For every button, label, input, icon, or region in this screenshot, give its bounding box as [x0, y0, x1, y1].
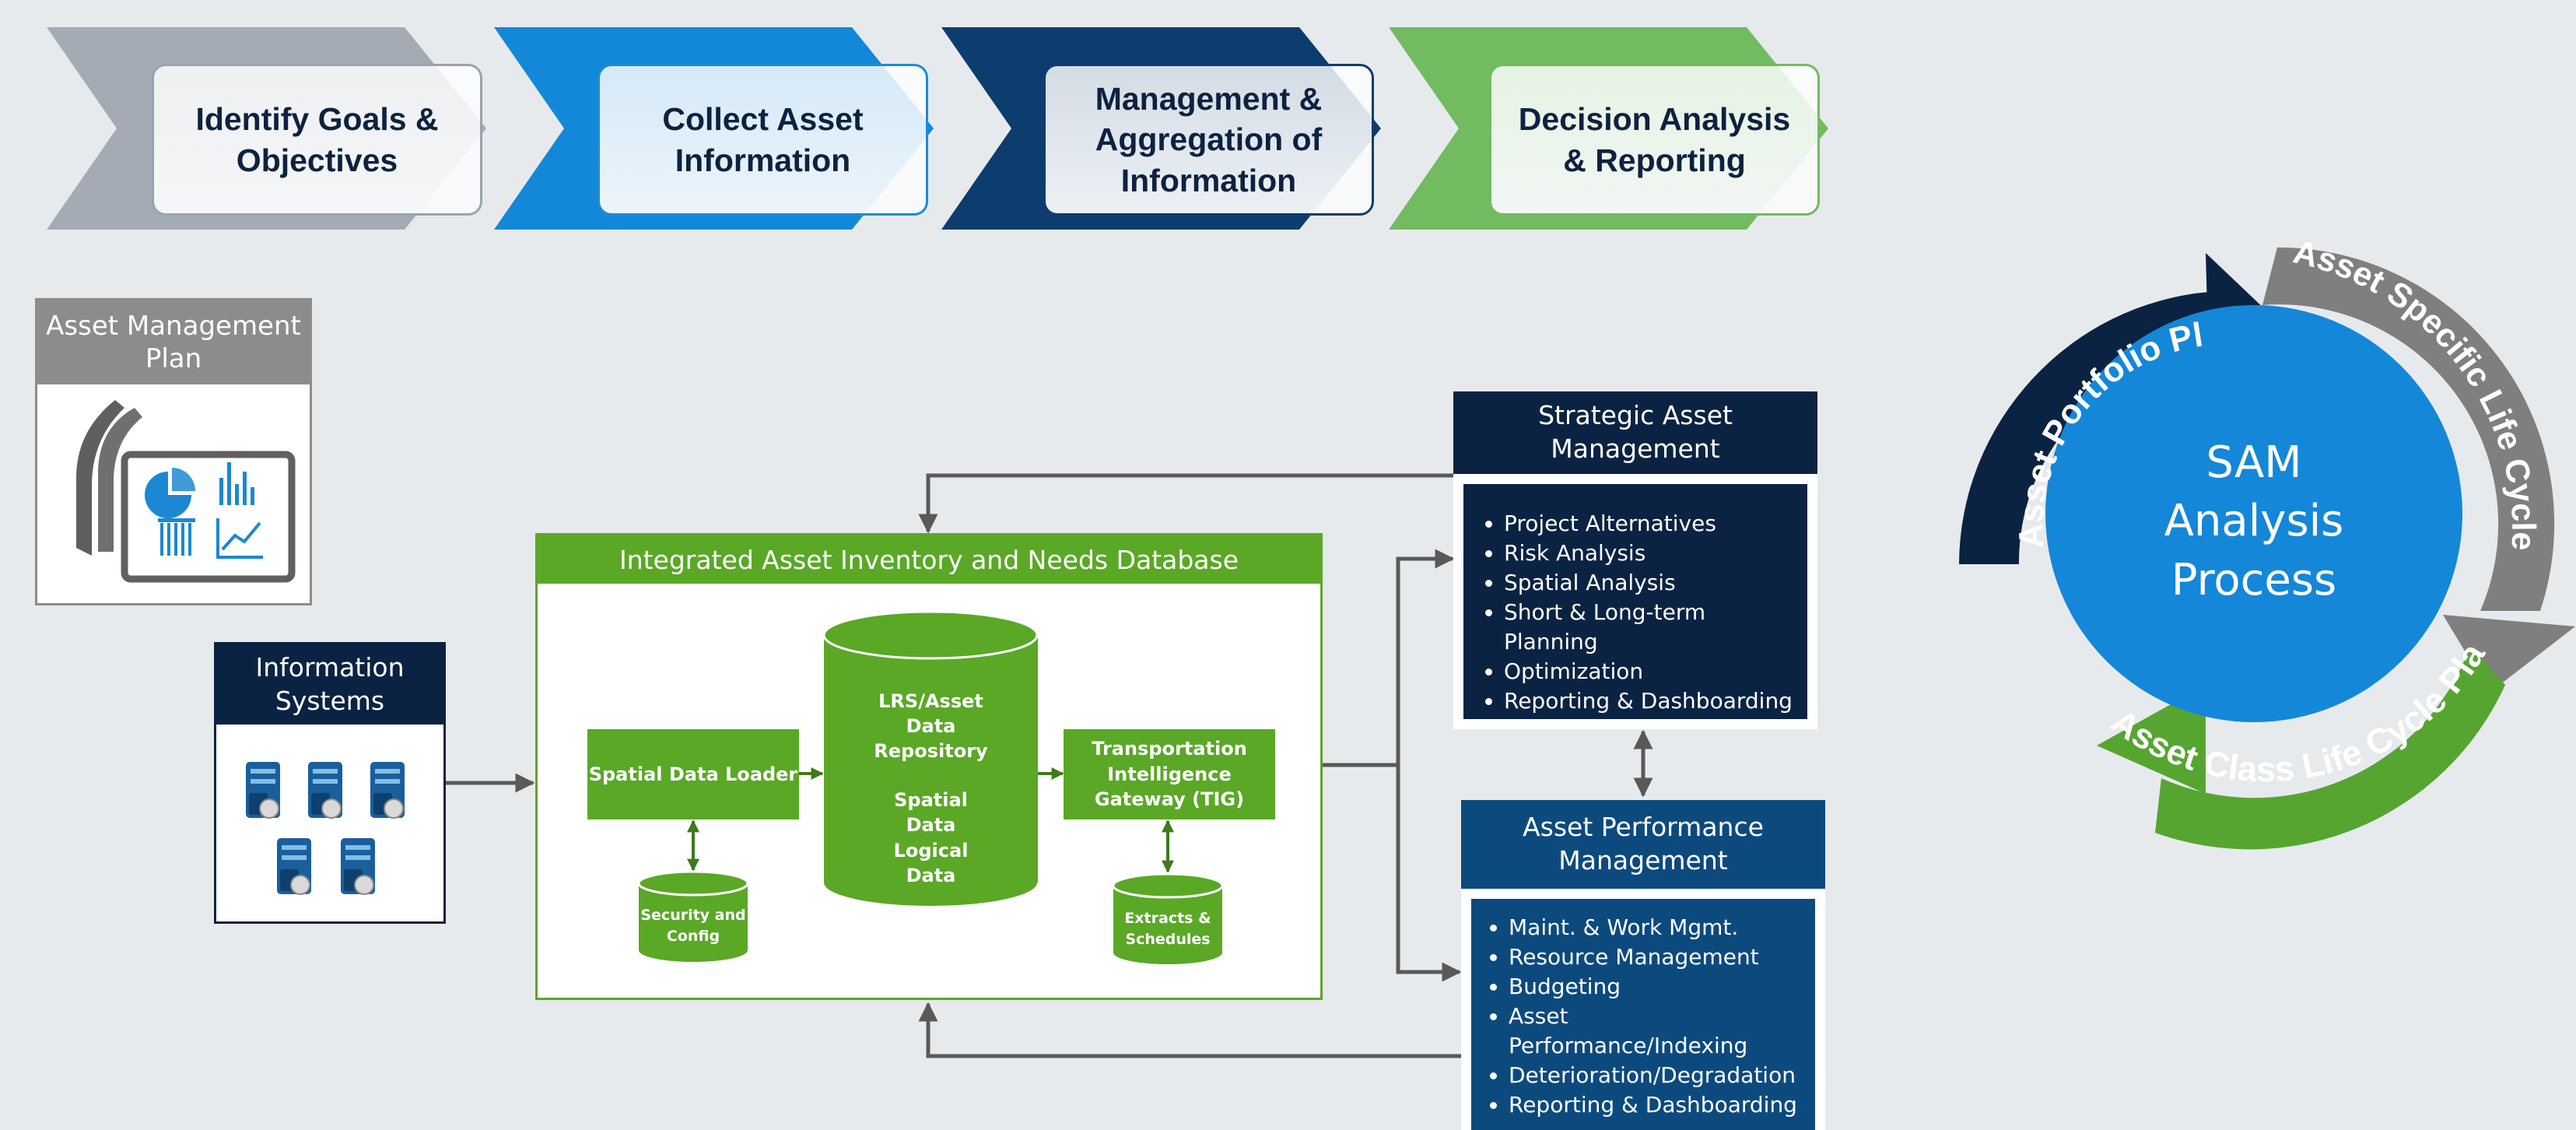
list-item: Spatial Analysis [1504, 568, 1795, 598]
arrow-to-performance [1396, 765, 1462, 982]
step-label: Management & Aggregation of Information [1095, 80, 1323, 198]
strategic-list: Project Alternatives Risk Analysis Spati… [1477, 509, 1795, 716]
extracts-cylinder [1112, 872, 1224, 964]
strategic-asset-management-panel[interactable]: Strategic Asset Management Project Alter… [1453, 391, 1817, 729]
information-systems-card[interactable]: Information Systems [214, 642, 446, 924]
security-cylinder [637, 870, 749, 962]
step-collect-info[interactable]: Collect Asset Information [598, 64, 928, 216]
arrow-performance-to-inventory [918, 1002, 1463, 1058]
list-item: Asset Performance/Indexing [1509, 1002, 1807, 1061]
server-icon [370, 762, 405, 819]
asset-management-plan-title: Asset Management Plan [37, 300, 310, 384]
information-systems-title: Information Systems [216, 644, 443, 725]
list-item: Budgeting [1509, 972, 1807, 1002]
class-arrowhead [2097, 685, 2206, 794]
step-label: Decision Analysis & Reporting [1518, 101, 1791, 178]
list-item: Project Alternatives [1504, 509, 1795, 539]
integrated-inventory-panel[interactable]: Integrated Asset Inventory and Needs Dat… [535, 533, 1323, 1000]
specific-arc [2262, 247, 2555, 611]
list-item: Deterioration/Degradation [1509, 1061, 1807, 1090]
step-label: Collect Asset Information [662, 101, 864, 178]
strategic-title: Strategic Asset Management [1538, 400, 1733, 464]
repository-cylinder [822, 610, 1039, 906]
spatial-logical-label: Spatial Data Logical Data [893, 788, 969, 886]
specific-arrowhead [2443, 615, 2575, 693]
inventory-internal-arrows [637, 610, 1224, 964]
tig-gateway[interactable]: Transportation Intelligence Gateway (TIG… [1064, 729, 1275, 819]
sam-center-circle [2045, 305, 2462, 722]
list-item: Reporting & Dashboarding [1509, 1090, 1807, 1120]
performance-body: Maint. & Work Mgmt. Resource Management … [1461, 889, 1825, 1130]
strategic-body: Project Alternatives Risk Analysis Spati… [1453, 474, 1817, 729]
list-item: Resource Management [1509, 942, 1807, 972]
arrow-strategic-to-inventory [918, 473, 1453, 534]
step-label: Identify Goals & Objectives [195, 101, 439, 178]
step-decision-analysis[interactable]: Decision Analysis & Reporting [1489, 64, 1820, 216]
performance-title: Asset Performance Management [1523, 812, 1764, 876]
server-icon [277, 838, 311, 895]
repository-text: LRS/Asset Data Repository Spatial Data L… [824, 690, 1038, 886]
sam-cycle-diagram: Asset Portfolio Plan Asset Specific Life… [1898, 179, 2575, 850]
class-arc [2155, 646, 2505, 850]
list-item: Optimization [1504, 657, 1795, 686]
asset-management-plan-card[interactable]: Asset Management Plan [35, 298, 312, 605]
list-item: Risk Analysis [1504, 539, 1795, 568]
server-icon [246, 762, 280, 819]
security-config[interactable]: Security and Config [640, 907, 746, 945]
performance-list: Maint. & Work Mgmt. Resource Management … [1482, 913, 1807, 1120]
integrated-inventory-title: Integrated Asset Inventory and Needs Dat… [538, 535, 1320, 584]
step-management-aggregation[interactable]: Management & Aggregation of Information [1043, 64, 1374, 216]
list-item: Short & Long-term Planning [1504, 598, 1795, 657]
server-icon [341, 838, 375, 895]
list-item: Reporting & Dashboarding [1504, 686, 1795, 716]
arrow-to-strategic [1396, 549, 1455, 765]
sam-center-label: SAM Analysis Process [2164, 437, 2344, 605]
extracts-schedules[interactable]: Extracts & Schedules [1124, 910, 1211, 948]
connector-arrows [446, 473, 1653, 1058]
server-icon [308, 762, 342, 819]
spatial-data-loader[interactable]: Spatial Data Loader [587, 729, 799, 819]
report-dashboard-icon [76, 400, 296, 583]
asset-performance-management-panel[interactable]: Asset Performance Management Maint. & Wo… [1461, 800, 1825, 1130]
list-item: Maint. & Work Mgmt. [1509, 913, 1807, 942]
step-identify-goals[interactable]: Identify Goals & Objectives [152, 64, 482, 216]
server-icons [246, 762, 405, 895]
repository-label: LRS/Asset Data Repository [874, 690, 988, 763]
